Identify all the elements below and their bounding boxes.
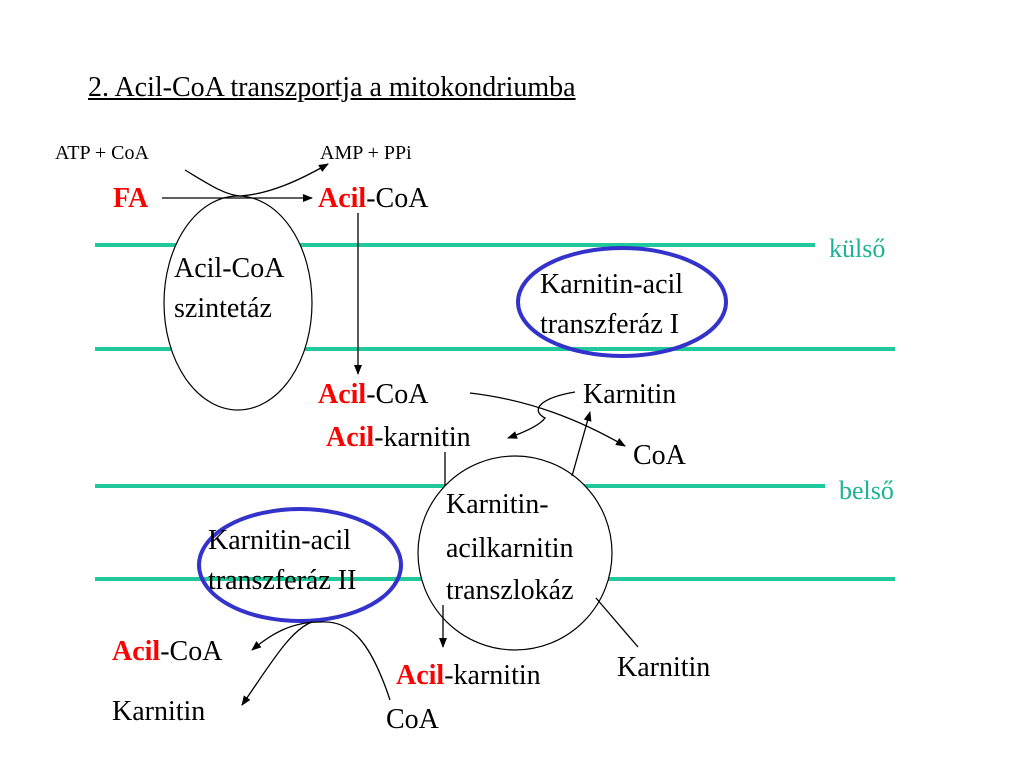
page-title: 2. Acil-CoA transzportja a mitokondriumb…	[88, 72, 576, 103]
matrix-karnitin-right: Karnitin	[617, 652, 711, 683]
karnitin-suffix: -karnitin	[444, 660, 541, 691]
inner-membrane-label: belső	[839, 476, 894, 505]
coa-suffix: -CoA	[160, 636, 223, 667]
amp-ppi-curve	[239, 163, 329, 197]
synthetase-label-line1: Acil-CoA	[174, 253, 285, 284]
cat2-label-line1: Karnitin-acil	[208, 525, 352, 556]
acyl-prefix: Acil	[326, 422, 375, 453]
intermembrane-acyl-coa: Acil-CoA	[318, 381, 428, 409]
intermembrane-acyl-karnitin: Acil-karnitin	[326, 424, 471, 452]
cat1-label-line2: transzferáz I	[540, 309, 680, 340]
matrix-acyl-karnitin: Acil-karnitin	[396, 662, 541, 690]
karnitin-up-arrow	[571, 411, 592, 477]
karnitin-out-line	[595, 597, 639, 648]
matrix-karnitin-left: Karnitin	[112, 696, 206, 727]
acyl-coa-top: Acil-CoA	[318, 185, 428, 213]
acylcoa-to-coa-curve	[469, 392, 626, 447]
intermembrane-karnitin: Karnitin	[583, 379, 677, 410]
cat1-ring	[516, 246, 728, 358]
translocase-ellipse	[417, 455, 613, 651]
translocase-label-line1: Karnitin-	[446, 489, 549, 520]
coa-suffix: -CoA	[366, 379, 429, 410]
karnitin-to-acylkarnitin-curve	[507, 391, 576, 439]
translocase-label-line2: acilkarnitin	[446, 533, 574, 564]
atp-coa-label: ATP + CoA	[55, 142, 149, 164]
acyl-prefix: Acil	[112, 636, 161, 667]
cat2-ring	[197, 507, 403, 623]
atp-coa-curve	[184, 169, 241, 197]
cat2-label-line2: transzferáz II	[208, 565, 357, 596]
translocase-label-line3: transzlokáz	[446, 575, 574, 606]
cat1-label-line1: Karnitin-acil	[540, 269, 684, 300]
fa-label: FA	[113, 183, 149, 214]
acyl-prefix: Acil	[318, 379, 367, 410]
matrix-karnitin-curve	[241, 621, 313, 706]
synthetase-label-line2: szintetáz	[174, 293, 272, 324]
karnitin-suffix: -karnitin	[374, 422, 471, 453]
outer-membrane-label: külső	[829, 234, 886, 263]
matrix-coa: CoA	[386, 704, 439, 735]
matrix-acylcoa-curve	[251, 621, 391, 701]
coa-suffix: -CoA	[366, 183, 429, 214]
acyl-prefix: Acil	[318, 183, 367, 214]
acyl-prefix: Acil	[396, 660, 445, 691]
matrix-acyl-coa: Acil-CoA	[112, 638, 222, 666]
intermembrane-coa: CoA	[633, 440, 686, 471]
amp-ppi-label: AMP + PPi	[320, 142, 412, 164]
